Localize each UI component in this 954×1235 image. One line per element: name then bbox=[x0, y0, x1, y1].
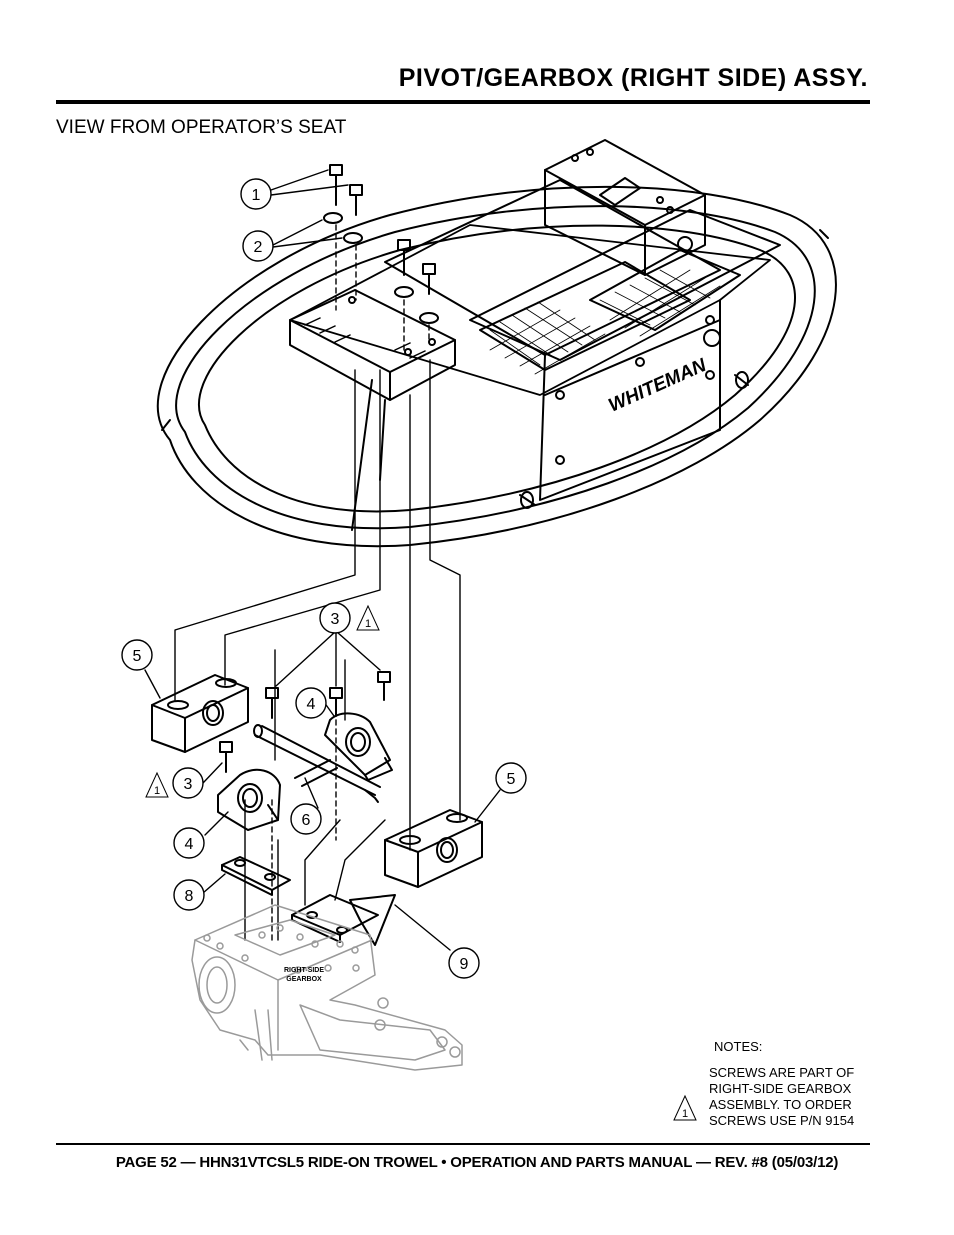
notes-line: ASSEMBLY. TO ORDER bbox=[709, 1097, 852, 1112]
pivot-mount-plate bbox=[289, 289, 456, 531]
svg-text:1: 1 bbox=[154, 785, 160, 797]
note-flag-upper: 1 bbox=[356, 604, 380, 631]
svg-text:6: 6 bbox=[302, 812, 311, 829]
pivot-shaft bbox=[253, 724, 381, 803]
gearbox-label-line2: GEARBOX bbox=[286, 976, 322, 983]
shim-plate bbox=[221, 856, 291, 896]
pivot-block-right bbox=[384, 809, 483, 888]
pillow-block-upper bbox=[324, 712, 393, 781]
notes-line: SCREWS USE P/N 9154 bbox=[709, 1113, 855, 1128]
svg-text:2: 2 bbox=[254, 239, 263, 256]
svg-text:1: 1 bbox=[682, 1108, 688, 1120]
callout-5-left: 5 bbox=[121, 639, 153, 671]
callout-6: 6 bbox=[290, 803, 322, 835]
pivot-block-left bbox=[151, 674, 249, 753]
callout-8: 8 bbox=[173, 879, 205, 911]
gearbox-bracket bbox=[291, 894, 396, 946]
seat-mount-block bbox=[544, 139, 706, 276]
pillow-block-lower bbox=[217, 768, 281, 831]
view-caption: VIEW FROM OPERATOR’S SEAT bbox=[56, 117, 347, 138]
title-rule bbox=[56, 100, 870, 104]
svg-text:3: 3 bbox=[331, 611, 340, 628]
gearbox-outline bbox=[191, 904, 463, 1071]
svg-text:5: 5 bbox=[133, 648, 142, 665]
callout-2: 2 bbox=[242, 230, 274, 262]
svg-text:9: 9 bbox=[460, 956, 469, 973]
upper-fasteners bbox=[323, 164, 439, 351]
note-flag-legend: 1 bbox=[673, 1094, 697, 1121]
callout-4-lower: 4 bbox=[173, 827, 205, 859]
svg-text:3: 3 bbox=[184, 776, 193, 793]
notes-heading: NOTES: bbox=[714, 1039, 763, 1054]
callout-5-right: 5 bbox=[495, 762, 527, 794]
svg-text:4: 4 bbox=[307, 696, 316, 713]
callout-1: 1 bbox=[240, 178, 272, 210]
pillow-block-screws bbox=[219, 671, 391, 941]
svg-text:1: 1 bbox=[252, 187, 261, 204]
footer-rule bbox=[56, 1143, 870, 1145]
page-title: PIVOT/GEARBOX (RIGHT SIDE) ASSY. bbox=[398, 64, 868, 92]
notes-text: SCREWS ARE PART OF RIGHT-SIDE GEARBOX AS… bbox=[709, 1065, 879, 1129]
svg-text:5: 5 bbox=[507, 771, 516, 788]
callout-3-lower: 3 bbox=[172, 767, 204, 799]
svg-text:4: 4 bbox=[185, 836, 194, 853]
svg-text:8: 8 bbox=[185, 888, 194, 905]
callout-9: 9 bbox=[448, 947, 480, 979]
assembly-lines bbox=[174, 359, 461, 941]
page-footer: PAGE 52 — HHN31VTCSL5 RIDE-ON TROWEL • O… bbox=[115, 1154, 839, 1171]
operator-frame bbox=[289, 179, 781, 509]
svg-text:1: 1 bbox=[365, 618, 371, 630]
callout-leaders bbox=[144, 169, 501, 951]
notes-line: RIGHT-SIDE GEARBOX bbox=[709, 1081, 852, 1096]
gearbox-label-line1: RIGHT-SIDE bbox=[284, 967, 324, 974]
brand-logo: WHITEMAN bbox=[605, 354, 710, 416]
guard-ring bbox=[157, 185, 837, 548]
note-flag-lower: 1 bbox=[145, 771, 169, 798]
callout-4-upper: 4 bbox=[295, 687, 327, 719]
notes-line: SCREWS ARE PART OF bbox=[709, 1065, 855, 1080]
callout-3-upper: 3 bbox=[319, 602, 351, 634]
